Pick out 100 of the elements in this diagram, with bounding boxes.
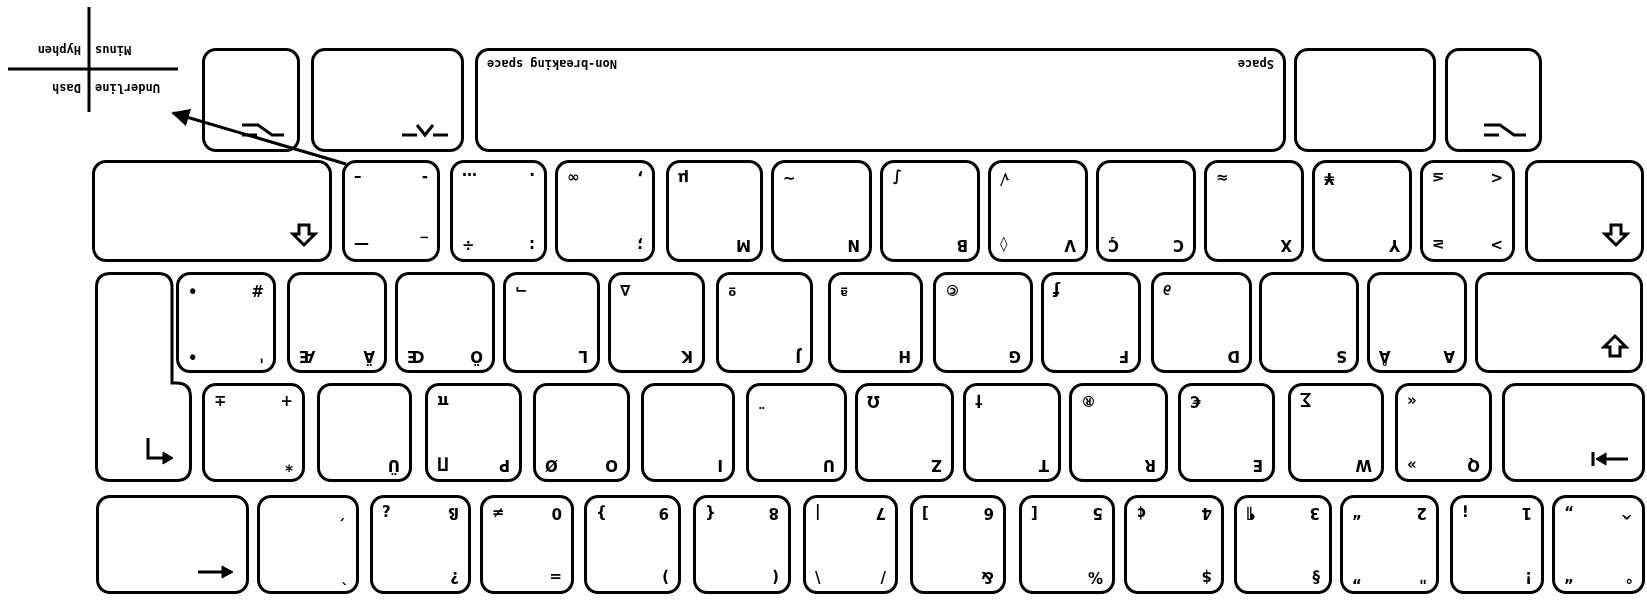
key-legend: _ xyxy=(420,236,428,253)
keyboard-key xyxy=(425,383,522,482)
table-label: Dash xyxy=(52,81,81,95)
key-legend: \ xyxy=(815,568,821,585)
keyboard-key xyxy=(1450,495,1544,594)
keyboard-key xyxy=(1475,272,1643,373)
key-legend: = xyxy=(549,568,562,585)
keyboard-key xyxy=(880,160,980,262)
key-legend: Ü xyxy=(387,456,400,473)
keyboard-key xyxy=(1096,160,1196,262)
key-legend: 9 xyxy=(658,504,669,521)
key-legend: ¢ xyxy=(1136,504,1147,521)
key-legend: « xyxy=(1407,392,1417,409)
key-legend: & xyxy=(980,568,994,585)
key-legend: { xyxy=(705,504,716,521)
keyboard-key xyxy=(1552,495,1645,594)
key-legend: ' xyxy=(259,347,264,364)
key-legend: I xyxy=(717,456,723,473)
key-legend: " xyxy=(1419,568,1427,585)
key-legend: + xyxy=(280,392,293,409)
key-legend: ] xyxy=(922,504,929,521)
key-legend: ≥ xyxy=(1432,236,1445,253)
key-legend: J xyxy=(795,347,801,364)
key-legend: R xyxy=(1144,456,1156,473)
key-legend: Æ xyxy=(299,347,316,364)
key-legend: S xyxy=(1336,347,1347,364)
key-legend: } xyxy=(596,504,607,521)
key-legend: V xyxy=(1064,236,1076,253)
key-legend: § xyxy=(1312,568,1320,585)
keyboard-key xyxy=(533,383,630,482)
table-label: Minus xyxy=(95,43,132,57)
key-legend: ∂ xyxy=(1163,281,1172,298)
key-legend: E xyxy=(1252,456,1263,473)
key-legend: ° xyxy=(1625,568,1633,585)
key-legend: “ xyxy=(1352,504,1362,521)
keyboard-key xyxy=(1367,272,1467,373)
key-legend: ∏ xyxy=(437,456,449,473)
keyboard-key xyxy=(370,495,471,594)
key-legend: © xyxy=(945,281,960,298)
keyboard-key xyxy=(1395,383,1492,482)
keyboard-key xyxy=(666,160,763,262)
key-legend: T xyxy=(1038,456,1049,473)
keyboard-key xyxy=(1340,495,1439,594)
key-legend: 8 xyxy=(768,504,779,521)
key-legend: ÷ xyxy=(462,236,475,253)
key-legend: [ xyxy=(1031,504,1038,521)
key-legend: * xyxy=(285,456,293,473)
key-legend: > xyxy=(1490,236,1503,253)
key-legend: / xyxy=(880,568,886,585)
keyboard-key xyxy=(584,495,681,594)
keyboard-key xyxy=(1069,383,1168,482)
keyboard-key xyxy=(96,495,249,594)
keyboard-key xyxy=(855,383,954,482)
key-legend: C xyxy=(1173,236,1184,253)
key-legend: O xyxy=(605,456,618,473)
keyboard-key xyxy=(257,495,359,594)
key-legend: ? xyxy=(450,568,459,585)
key-legend: ¡ xyxy=(1462,504,1469,521)
key-legend: 3 xyxy=(1309,504,1320,521)
keyboard-key xyxy=(555,160,655,262)
keyboard-key xyxy=(1525,160,1644,262)
keyboard-key xyxy=(395,272,495,373)
key-legend: P xyxy=(499,456,510,473)
key-legend: µ xyxy=(678,169,690,186)
keyboard-key xyxy=(963,383,1061,482)
key-legend: - xyxy=(421,169,428,186)
key-legend: ´ xyxy=(339,504,347,521)
keyboard-key xyxy=(202,383,305,482)
keyboard-key xyxy=(746,383,847,482)
key-legend: 7 xyxy=(875,504,886,521)
key-legend: Z xyxy=(931,456,942,473)
key-legend: 5 xyxy=(1092,504,1103,521)
key-legend: ¨ xyxy=(758,392,766,409)
keyboard-key xyxy=(92,160,332,262)
key-legend: G xyxy=(1008,347,1021,364)
keyboard-key xyxy=(317,383,412,482)
keyboard-key xyxy=(1204,160,1304,262)
key-legend: Ω xyxy=(867,392,880,409)
return-key xyxy=(95,272,192,482)
key-legend: . xyxy=(529,169,535,186)
key-legend: Ø xyxy=(545,456,558,473)
space-bar xyxy=(475,48,1286,152)
key-legend: X xyxy=(1280,236,1292,253)
key-legend: ^ xyxy=(1620,504,1633,521)
keyboard-key xyxy=(803,495,898,594)
keyboard-key xyxy=(1178,383,1275,482)
keyboard-key xyxy=(1312,160,1412,262)
key-legend: 2 xyxy=(1416,504,1427,521)
key-legend: % xyxy=(1087,568,1103,585)
key-legend: ! xyxy=(1525,568,1532,585)
keyboard-key xyxy=(1445,48,1542,152)
key-legend: ß xyxy=(448,504,459,521)
key-legend: 6 xyxy=(983,504,994,521)
keyboard-key xyxy=(1019,495,1115,594)
key-label: Non-breaking space xyxy=(487,57,618,71)
key-legend: W xyxy=(1355,456,1372,473)
keyboard-key xyxy=(1420,160,1515,262)
key-legend: √ xyxy=(1000,169,1010,186)
key-legend: » xyxy=(1407,456,1417,473)
key-legend: ¶ xyxy=(1246,504,1256,521)
